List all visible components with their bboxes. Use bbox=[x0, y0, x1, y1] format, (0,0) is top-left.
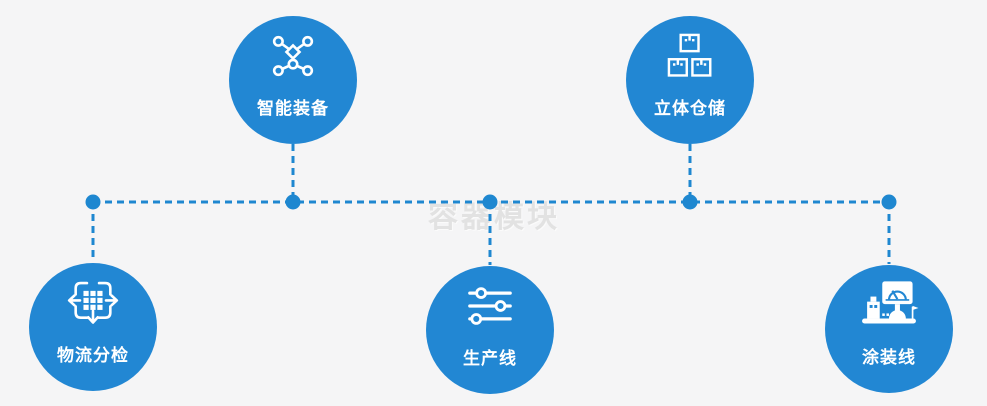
node-painting-line[interactable]: 涂装线 bbox=[825, 265, 953, 393]
junction-dot bbox=[85, 194, 101, 210]
junction-dot bbox=[682, 194, 698, 210]
node-label: 智能装备 bbox=[257, 99, 329, 118]
junction-dot bbox=[285, 194, 301, 210]
stacked-boxes-icon bbox=[664, 33, 716, 80]
node-stereo-warehouse[interactable]: 立体仓储 bbox=[626, 16, 754, 144]
sliders-icon bbox=[464, 285, 516, 327]
node-production-line[interactable]: 生产线 bbox=[426, 266, 554, 394]
junction-dots bbox=[85, 194, 897, 210]
junction-dot bbox=[881, 194, 897, 210]
node-label: 物流分检 bbox=[57, 346, 129, 365]
node-smart-equipment[interactable]: 智能装备 bbox=[229, 16, 357, 144]
sorting-arrows-icon bbox=[65, 277, 121, 329]
network-nodes-icon bbox=[267, 32, 319, 81]
node-logistics-sorting[interactable]: 物流分检 bbox=[29, 263, 157, 391]
junction-dot bbox=[482, 194, 498, 210]
node-label: 生产线 bbox=[463, 349, 517, 368]
node-label: 立体仓储 bbox=[654, 99, 726, 118]
machine-monitor-icon bbox=[857, 278, 921, 332]
node-label: 涂装线 bbox=[862, 348, 916, 367]
